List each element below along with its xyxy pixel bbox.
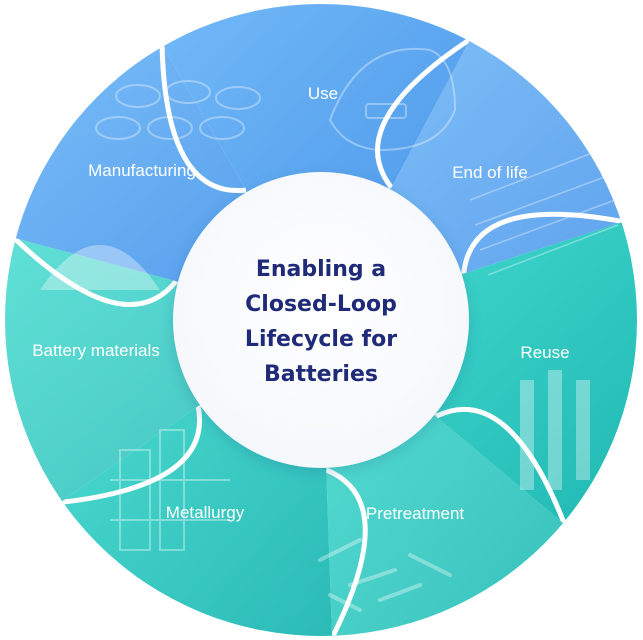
refinery-plant-icon (110, 429, 230, 551)
center-circle (173, 172, 469, 468)
segment-divider (375, 37, 472, 190)
segment-label: End of life (452, 163, 528, 182)
powder-material-icon (40, 245, 160, 290)
center-title-line-2: Closed-Loop (245, 292, 397, 317)
segment-label: Metallurgy (166, 503, 245, 522)
electric-car-icon (328, 47, 457, 152)
segment-divider (12, 235, 179, 307)
segment-divider (325, 467, 368, 636)
center-title-line-4: Batteries (264, 362, 378, 387)
spent-cells-pile-icon (318, 538, 452, 612)
segment-label: Use (308, 84, 338, 103)
segment-photo-hints (40, 47, 619, 612)
segment-label: Pretreatment (366, 504, 465, 523)
cylindrical-cells-icon (95, 80, 261, 140)
segment-label: Battery materials (32, 341, 160, 360)
segment-divider (60, 405, 202, 505)
battery-pack-icon (469, 149, 619, 276)
segment-use (152, 4, 480, 320)
segment-divider (159, 44, 247, 194)
segment-divider (461, 211, 624, 274)
storage-racks-icon (520, 370, 590, 490)
center-title-line-1: Enabling a (256, 257, 386, 282)
segment-label: Manufacturing (88, 161, 196, 180)
segment-label: Reuse (520, 343, 569, 362)
center-title-line-3: Lifecycle for (245, 327, 397, 352)
segment-divider (434, 406, 567, 526)
